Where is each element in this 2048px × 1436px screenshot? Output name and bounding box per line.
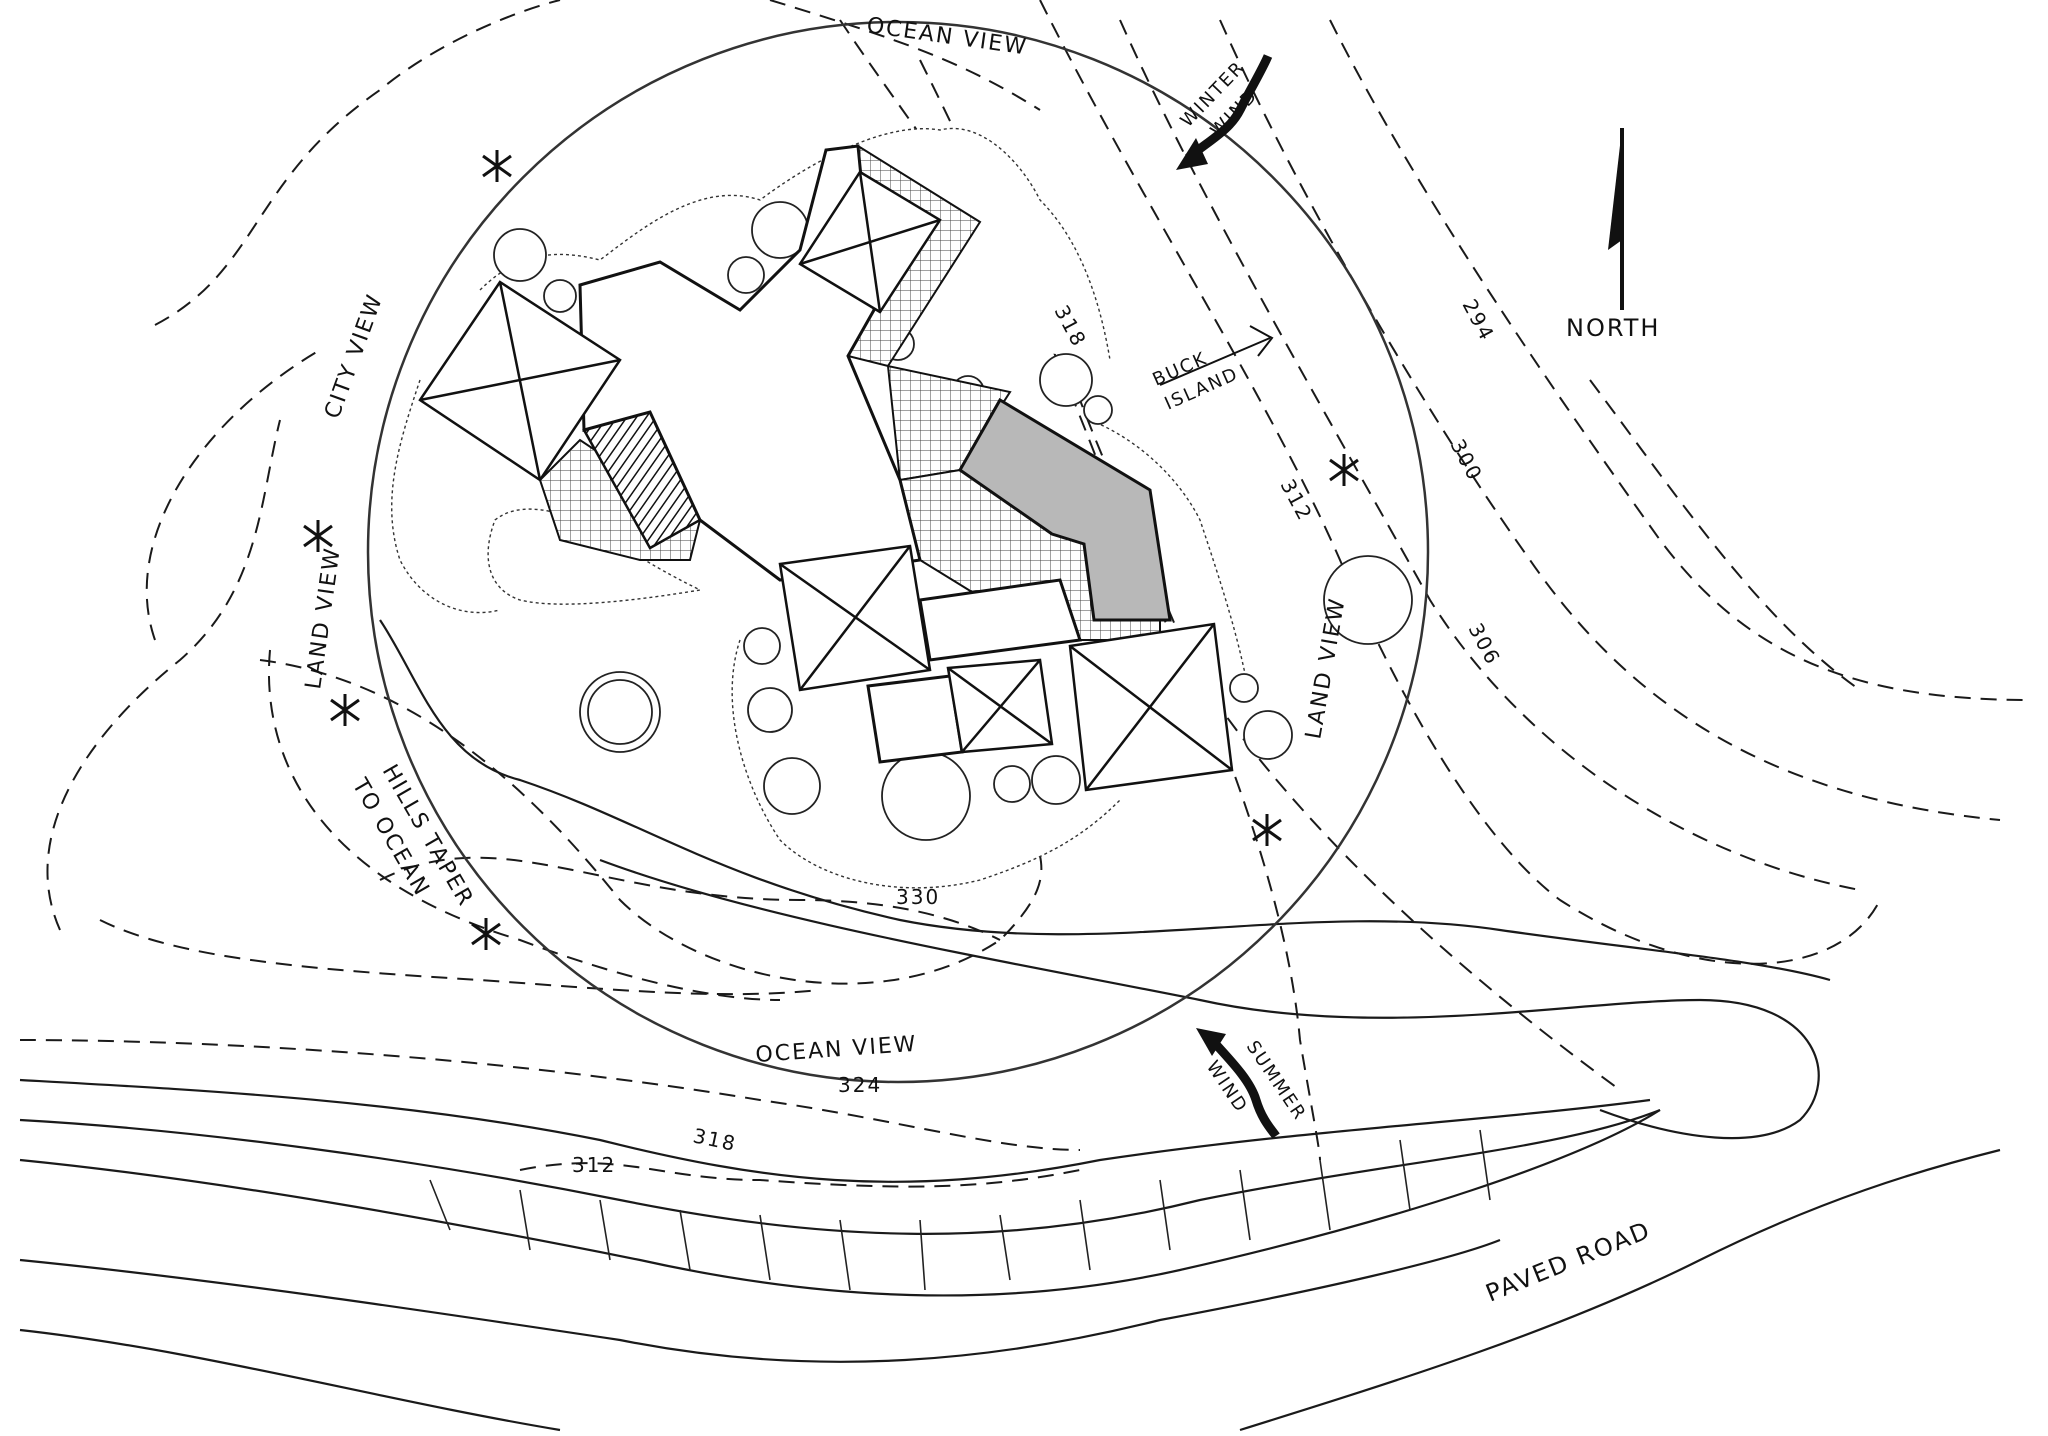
view-markers [303, 150, 1359, 950]
label-city-view: CITY VIEW [320, 290, 388, 422]
site-analysis-circle [366, 20, 1430, 1084]
terrain-edges [19, 619, 2001, 1432]
contour-lines [19, 0, 2031, 1188]
contour-label-318-bottom: 318 [691, 1123, 739, 1156]
label-summer-wind: WIND [1202, 1057, 1252, 1117]
label-north: NORTH [1566, 314, 1660, 342]
roof-center [778, 544, 932, 692]
house-footprint [418, 144, 1234, 792]
roof-nw [418, 280, 622, 482]
contour-label-330: 330 [896, 885, 940, 909]
label-ocean-view-bottom: OCEAN VIEW [755, 1032, 919, 1068]
roof-small [946, 658, 1054, 754]
buck-island-arrow [1159, 325, 1274, 386]
winter-wind-arrow [1176, 54, 1273, 170]
contour-label-300: 300 [1446, 435, 1488, 485]
label-summer: SUMMER [1242, 1037, 1311, 1125]
label-ocean-view-top: OCEAN VIEW [865, 13, 1029, 60]
label-land-view-left: LAND VIEW [301, 545, 346, 690]
north-arrow [1608, 128, 1624, 310]
label-land-view-right: LAND VIEW [1301, 595, 1351, 741]
contour-label-306: 306 [1464, 619, 1506, 669]
roof-n [798, 170, 942, 314]
contour-label-324: 324 [838, 1073, 882, 1097]
roof-se [1068, 622, 1234, 792]
swimming-pool [958, 397, 1172, 622]
contour-label-312-bottom: 312 [572, 1153, 616, 1177]
contour-label-294: 294 [1458, 295, 1500, 345]
summer-wind-arrow [1196, 1028, 1280, 1139]
contour-label-312-right: 312 [1276, 475, 1318, 525]
